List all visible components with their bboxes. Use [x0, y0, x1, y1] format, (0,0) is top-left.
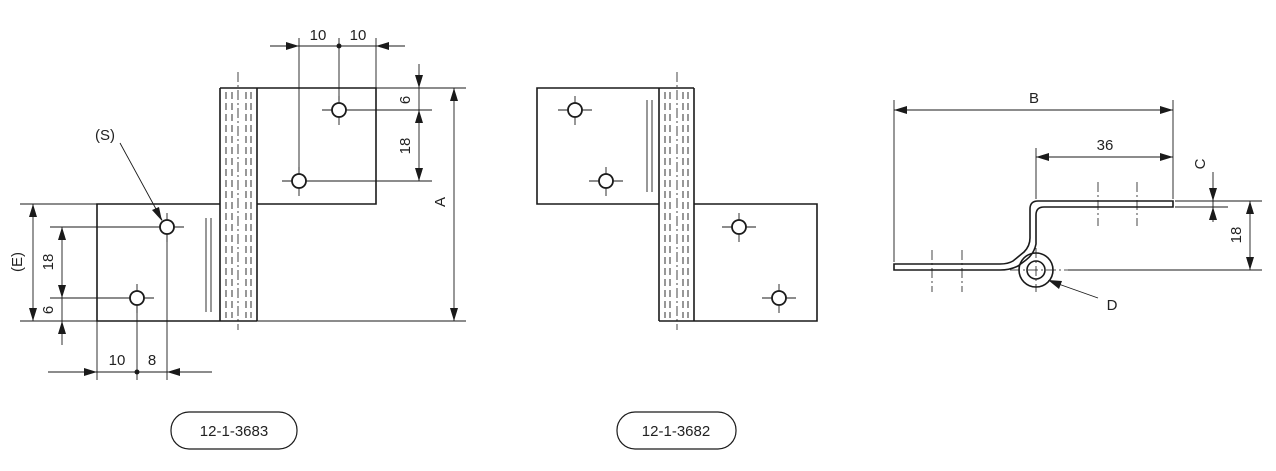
- side-centerlines: [931, 182, 1138, 292]
- knuckle-hidden-lines: [205, 72, 252, 330]
- middle-knuckle-hidden-lines: [646, 72, 689, 330]
- middle-upper-leaf-outline: [536, 87, 694, 205]
- label-s: (S): [95, 127, 115, 144]
- dim-top-10-a: 10: [310, 27, 327, 44]
- dim-bottom-10: 10: [109, 352, 126, 369]
- dim-side-36: 36: [1097, 137, 1114, 154]
- dim-right-18: 18: [397, 138, 414, 155]
- middle-holes: [558, 96, 796, 313]
- dim-side-b: B: [1029, 90, 1039, 107]
- dim-top-10-b: 10: [350, 27, 367, 44]
- upper-leaf-outline: [220, 87, 377, 205]
- side-profile-outline: [893, 200, 1174, 271]
- dim-bottom-8: 8: [148, 352, 156, 369]
- side-dimension-c: C: [1175, 158, 1228, 222]
- right-dimension: 6 18: [311, 64, 432, 182]
- bottom-dimension: 10 8: [48, 234, 212, 380]
- left-hinge-view: 10 10 6 18 A (S): [9, 27, 466, 450]
- dim-side-c: C: [1192, 158, 1209, 169]
- label-d: D: [1107, 297, 1118, 314]
- side-profile-view: B 36 C 18: [893, 90, 1262, 314]
- side-d-leader: D: [1048, 280, 1118, 314]
- part-label-left-text: 12-1-3683: [200, 423, 268, 440]
- lower-leaf-outline: [96, 203, 257, 322]
- dim-left-e: (E): [9, 252, 26, 272]
- dim-height-a: A: [432, 197, 449, 207]
- middle-knuckle-outline: [658, 88, 695, 321]
- upper-leaf-holes: [282, 96, 376, 196]
- lower-leaf-holes: [120, 213, 184, 313]
- dim-right-6: 6: [397, 96, 414, 104]
- middle-lower-leaf-outline: [659, 203, 818, 322]
- dim-left-6: 6: [40, 306, 57, 314]
- middle-hinge-view: 12-1-3682: [536, 72, 818, 450]
- part-label-12-1-3682: 12-1-3682: [616, 411, 737, 450]
- top-dimension: 10 10: [270, 27, 405, 170]
- side-dimension-36: 36: [1035, 137, 1173, 199]
- left-dimension: (E) 18 6: [9, 203, 155, 345]
- screw-leader: (S): [95, 127, 163, 221]
- dimension-a: A: [257, 87, 466, 322]
- side-dimension-b: B: [893, 90, 1174, 262]
- dim-left-18: 18: [40, 254, 57, 271]
- part-label-middle-text: 12-1-3682: [642, 423, 710, 440]
- dim-side-18: 18: [1228, 227, 1245, 244]
- part-label-12-1-3683: 12-1-3683: [170, 411, 298, 450]
- side-dimension-18: 18: [1068, 200, 1262, 271]
